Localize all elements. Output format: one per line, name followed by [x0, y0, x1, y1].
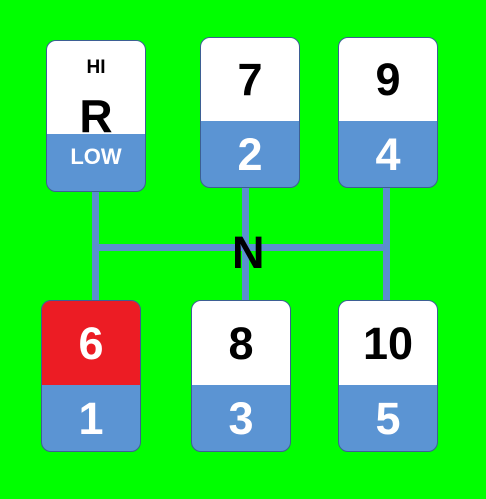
- reverse-label: R: [79, 90, 113, 142]
- gear-10-label: 10: [339, 301, 437, 385]
- gear-box-6-1: 6 1: [41, 300, 141, 452]
- gear-box-9-4: 9 4: [338, 37, 438, 188]
- gear-3-label: 3: [228, 392, 254, 444]
- gear-box-reverse: HI R LOW: [46, 40, 146, 192]
- gear-2-label: 2: [237, 128, 263, 180]
- gate-line-left: [92, 190, 99, 302]
- gate-line-right: [383, 188, 390, 302]
- neutral-label: N: [232, 227, 265, 278]
- gear-8-label: 8: [192, 301, 290, 385]
- low-label: LOW: [70, 143, 122, 169]
- gear-6-label: 6: [42, 301, 140, 385]
- gear-1-label: 1: [78, 392, 104, 444]
- gate-line-center: [242, 188, 249, 302]
- gate-line-horizontal: [94, 244, 388, 251]
- hi-label: HI: [86, 57, 106, 78]
- gear-box-8-3: 8 3: [191, 300, 291, 452]
- gear-box-7-2: 7 2: [200, 37, 300, 188]
- gear-7-label: 7: [201, 38, 299, 122]
- gear-4-label: 4: [375, 128, 401, 180]
- gear-9-label: 9: [339, 38, 437, 122]
- gear-5-label: 5: [375, 392, 401, 444]
- gear-box-reverse-top: HI: [47, 41, 145, 134]
- gear-box-10-5: 10 5: [338, 300, 438, 452]
